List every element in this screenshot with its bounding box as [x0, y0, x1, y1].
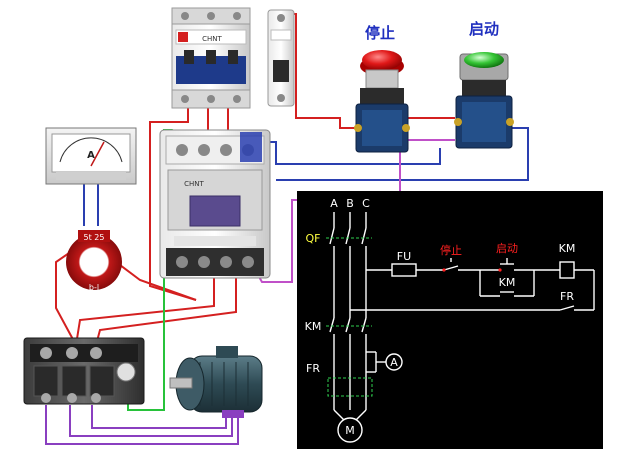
contactor-armature: [189, 195, 241, 227]
control-breaker-1p[interactable]: [267, 9, 295, 107]
schematic-fr-contact: FR: [560, 290, 574, 303]
stop-pushbutton[interactable]: 停止: [354, 24, 410, 153]
induction-motor: [169, 346, 263, 418]
schematic-start: 启动: [496, 242, 518, 255]
schematic-km-main: KM: [305, 320, 322, 333]
schematic-stop: 停止: [440, 243, 462, 257]
schematic-qf: QF: [306, 232, 321, 245]
schematic-ammeter: A: [390, 356, 398, 369]
schematic-phase-a: A: [330, 197, 338, 210]
current-transformer: 5t 25 b-l: [66, 230, 122, 292]
stop-mushroom-head[interactable]: [362, 50, 402, 70]
ammeter: A: [45, 127, 137, 185]
schematic-motor: M: [345, 424, 355, 437]
schematic-fu: FU: [397, 250, 411, 263]
wire-purple-relay-bottom-2: [69, 405, 233, 437]
overload-dial[interactable]: [116, 362, 136, 382]
circuit-breaker-3p[interactable]: CHNT: [171, 7, 251, 109]
breaker-brand: CHNT: [202, 35, 222, 43]
schematic-phase-b: B: [346, 197, 354, 210]
start-pushbutton[interactable]: 启动: [454, 20, 514, 149]
schematic-km-aux: KM: [499, 276, 516, 289]
start-button-label: 启动: [469, 20, 499, 38]
wire-purple-relay-bottom: [45, 405, 239, 445]
contactor-brand: CHNT: [184, 180, 204, 188]
wire-purple-relay-bottom-3: [91, 405, 227, 429]
thermal-overload-relay[interactable]: [23, 337, 145, 405]
ct-label-bottom: b-l: [89, 283, 99, 292]
ct-label-top: 5t 25: [84, 233, 105, 242]
ammeter-needle: [90, 141, 105, 167]
schematic-panel: A B C: [297, 191, 603, 449]
schematic-km-coil: KM: [559, 242, 576, 255]
ammeter-unit: A: [87, 150, 95, 161]
motor-shaft: [169, 377, 193, 389]
breaker-brand-mark: [178, 32, 188, 42]
stop-button-label: 停止: [365, 24, 395, 42]
schematic-phase-c: C: [362, 197, 370, 210]
start-button-cap[interactable]: [464, 52, 504, 68]
wire-blue-contactor-top: [256, 141, 441, 165]
wire-red-contactor-left: [149, 106, 197, 301]
schematic-fr-relay: FR: [306, 362, 320, 375]
ac-contactor[interactable]: CHNT: [159, 129, 271, 279]
wire-red-contactor-to-relay: [75, 275, 215, 346]
wire-blue-start-right: [276, 127, 529, 181]
